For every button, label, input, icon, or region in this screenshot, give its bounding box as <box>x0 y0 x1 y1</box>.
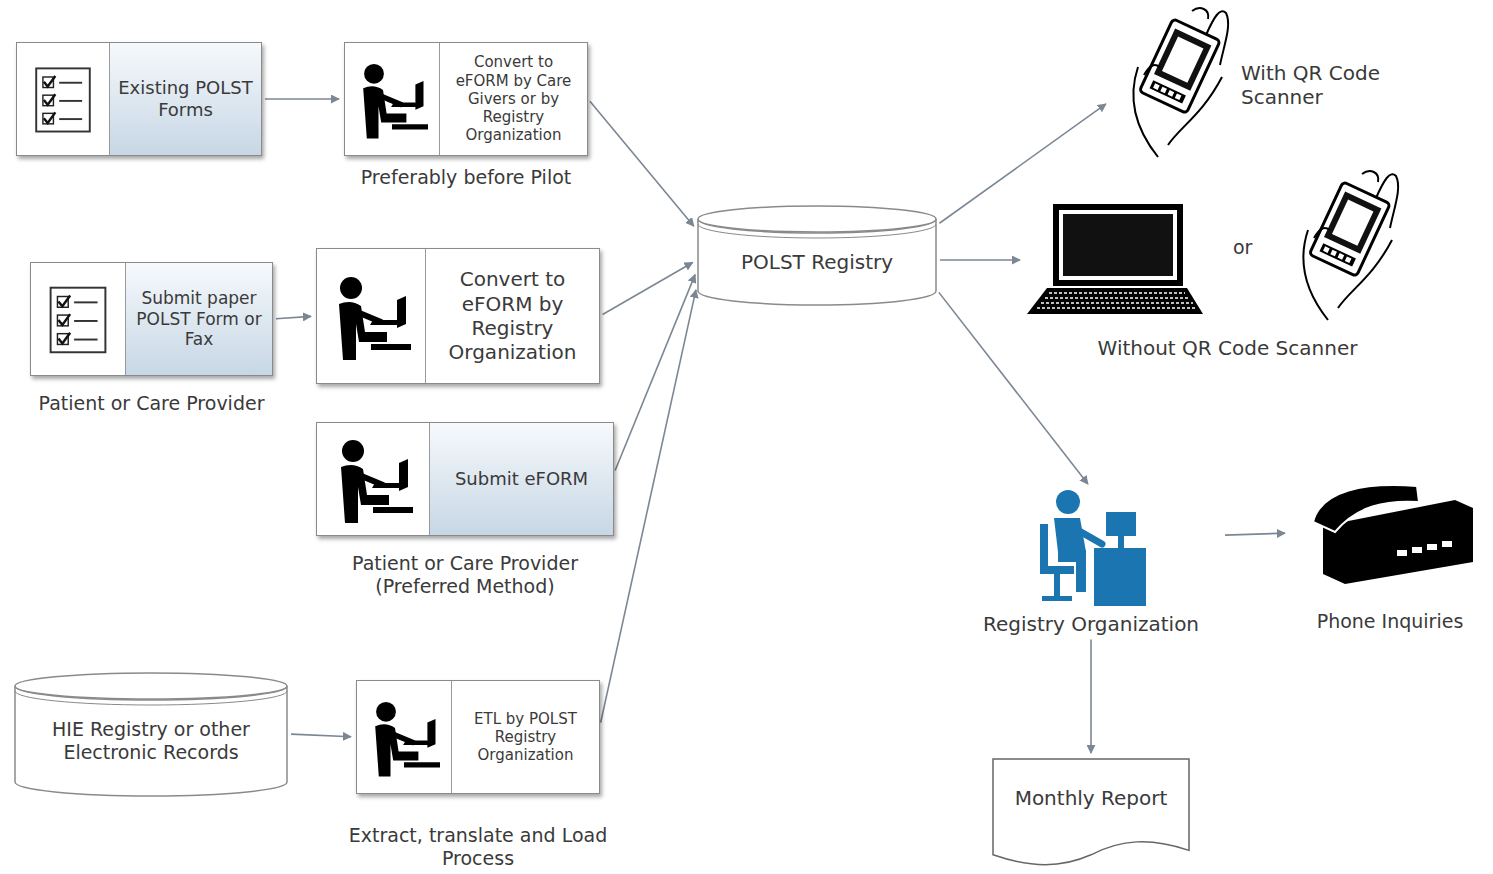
flow-arrow <box>590 101 694 226</box>
icon-cell <box>317 423 430 535</box>
flow-arrow <box>276 316 311 318</box>
process-box: Existing POLST Forms <box>16 42 262 156</box>
flow-arrow <box>615 275 695 471</box>
process-box: Submit paper POLST Form or FaxPatient or… <box>30 262 273 415</box>
text-cell: Existing POLST Forms <box>110 43 261 155</box>
database-cylinder: POLST Registry <box>697 205 937 305</box>
box-label: ETL by POLST Registry Organization <box>458 710 593 765</box>
icon-cell <box>317 249 426 383</box>
database-label: POLST Registry <box>741 250 893 274</box>
laptop-icon <box>1025 200 1205 320</box>
person-icon <box>319 260 423 372</box>
text-cell: Submit eFORM <box>430 423 613 535</box>
document-outline <box>992 758 1190 868</box>
process-box: Convert to eFORM by Care Givers or by Re… <box>344 42 588 189</box>
text-cell: ETL by POLST Registry Organization <box>452 681 599 793</box>
hand-icon <box>1280 168 1405 328</box>
box-label: Convert to eFORM by Registry Organizatio… <box>432 267 593 365</box>
flow-arrow <box>1090 639 1092 753</box>
flow-arrow <box>1225 533 1285 535</box>
process-box: Convert to eFORM by Registry Organizatio… <box>316 248 600 384</box>
person-icon <box>359 681 449 793</box>
caption-text: Registry Organization <box>960 612 1222 636</box>
icon-cell <box>345 43 440 155</box>
box-frame: Existing POLST Forms <box>16 42 262 156</box>
box-frame: Submit paper POLST Form or Fax <box>30 262 273 376</box>
caption-row: Patient or Care Provider (Preferred Meth… <box>316 552 614 598</box>
icon-cell <box>17 43 110 155</box>
box-frame: Submit eFORM <box>316 422 614 536</box>
icon-group <box>960 488 1222 606</box>
caption-row: Patient or Care Provider <box>30 392 273 415</box>
icon-cell <box>31 263 126 375</box>
caption-row: Preferably before Pilot <box>344 166 588 189</box>
box-label: Existing POLST Forms <box>116 77 255 121</box>
icon-holder <box>1025 200 1205 320</box>
box-frame: Convert to eFORM by Registry Organizatio… <box>316 248 600 384</box>
caption-text: Patient or Care Provider (Preferred Meth… <box>320 552 610 598</box>
caption-text: Phone Inquiries <box>1292 610 1488 633</box>
icon-holder <box>1280 168 1405 328</box>
caption-row: Phone Inquiries <box>1290 610 1490 633</box>
caption-row: Registry Organization <box>960 612 1222 636</box>
check-icon <box>19 43 107 155</box>
icon-label: or <box>1233 236 1252 259</box>
text-cell: Submit paper POLST Form or Fax <box>126 263 272 375</box>
icon-node: orWithout QR Code Scanner <box>1025 168 1430 360</box>
icon-holder <box>1110 5 1235 165</box>
hand-icon <box>1110 5 1235 165</box>
icon-group: or <box>1025 168 1430 328</box>
flow-arrow <box>291 734 351 737</box>
caption-text: Without QR Code Scanner <box>1048 336 1408 360</box>
icon-holder <box>1036 488 1146 606</box>
flow-arrow <box>940 259 1020 261</box>
caption-text: Patient or Care Provider <box>2 392 302 415</box>
caption-row: Extract, translate and Load Process <box>356 824 600 870</box>
person-icon <box>347 43 437 155</box>
icon-label: With QR Code Scanner <box>1241 61 1421 110</box>
flow-arrow <box>265 98 339 100</box>
box-frame: ETL by POLST Registry Organization <box>356 680 600 794</box>
document-label: Monthly Report <box>1015 786 1168 810</box>
box-frame: Convert to eFORM by Care Givers or by Re… <box>344 42 588 156</box>
database-label: HIE Registry or other Electronic Records <box>24 718 278 764</box>
caption-text: Preferably before Pilot <box>326 166 606 189</box>
process-box: Submit eFORM Patient or Care Provider (Pr… <box>316 422 614 598</box>
check-icon <box>33 263 123 375</box>
icon-node: Phone Inquiries <box>1290 478 1490 633</box>
icon-node: With QR Code Scanner <box>1110 5 1430 165</box>
flow-arrow <box>603 263 693 315</box>
process-box: ETL by POLST Registry OrganizationExtrac… <box>356 680 600 870</box>
icon-group: With QR Code Scanner <box>1110 5 1430 165</box>
text-cell: Convert to eFORM by Registry Organizatio… <box>426 249 599 383</box>
flow-arrow <box>601 290 696 723</box>
person-icon <box>319 423 427 535</box>
icon-node: Registry Organization <box>960 488 1222 636</box>
box-label: Convert to eFORM by Care Givers or by Re… <box>446 53 581 144</box>
database-cylinder: HIE Registry or other Electronic Records <box>14 672 288 796</box>
icon-group <box>1290 478 1490 588</box>
office-icon <box>1036 488 1146 606</box>
deskphone-icon <box>1305 478 1475 588</box>
caption-row: Without QR Code Scanner <box>1025 336 1430 360</box>
icon-holder <box>1305 478 1475 588</box>
document-shape: Monthly Report <box>992 758 1190 868</box>
box-label: Submit eFORM <box>455 468 588 490</box>
box-label: Submit paper POLST Form or Fax <box>132 288 266 350</box>
text-cell: Convert to eFORM by Care Givers or by Re… <box>440 43 587 155</box>
flow-arrow <box>939 292 1088 484</box>
caption-text: Extract, translate and Load Process <box>343 824 613 870</box>
icon-cell <box>357 681 452 793</box>
